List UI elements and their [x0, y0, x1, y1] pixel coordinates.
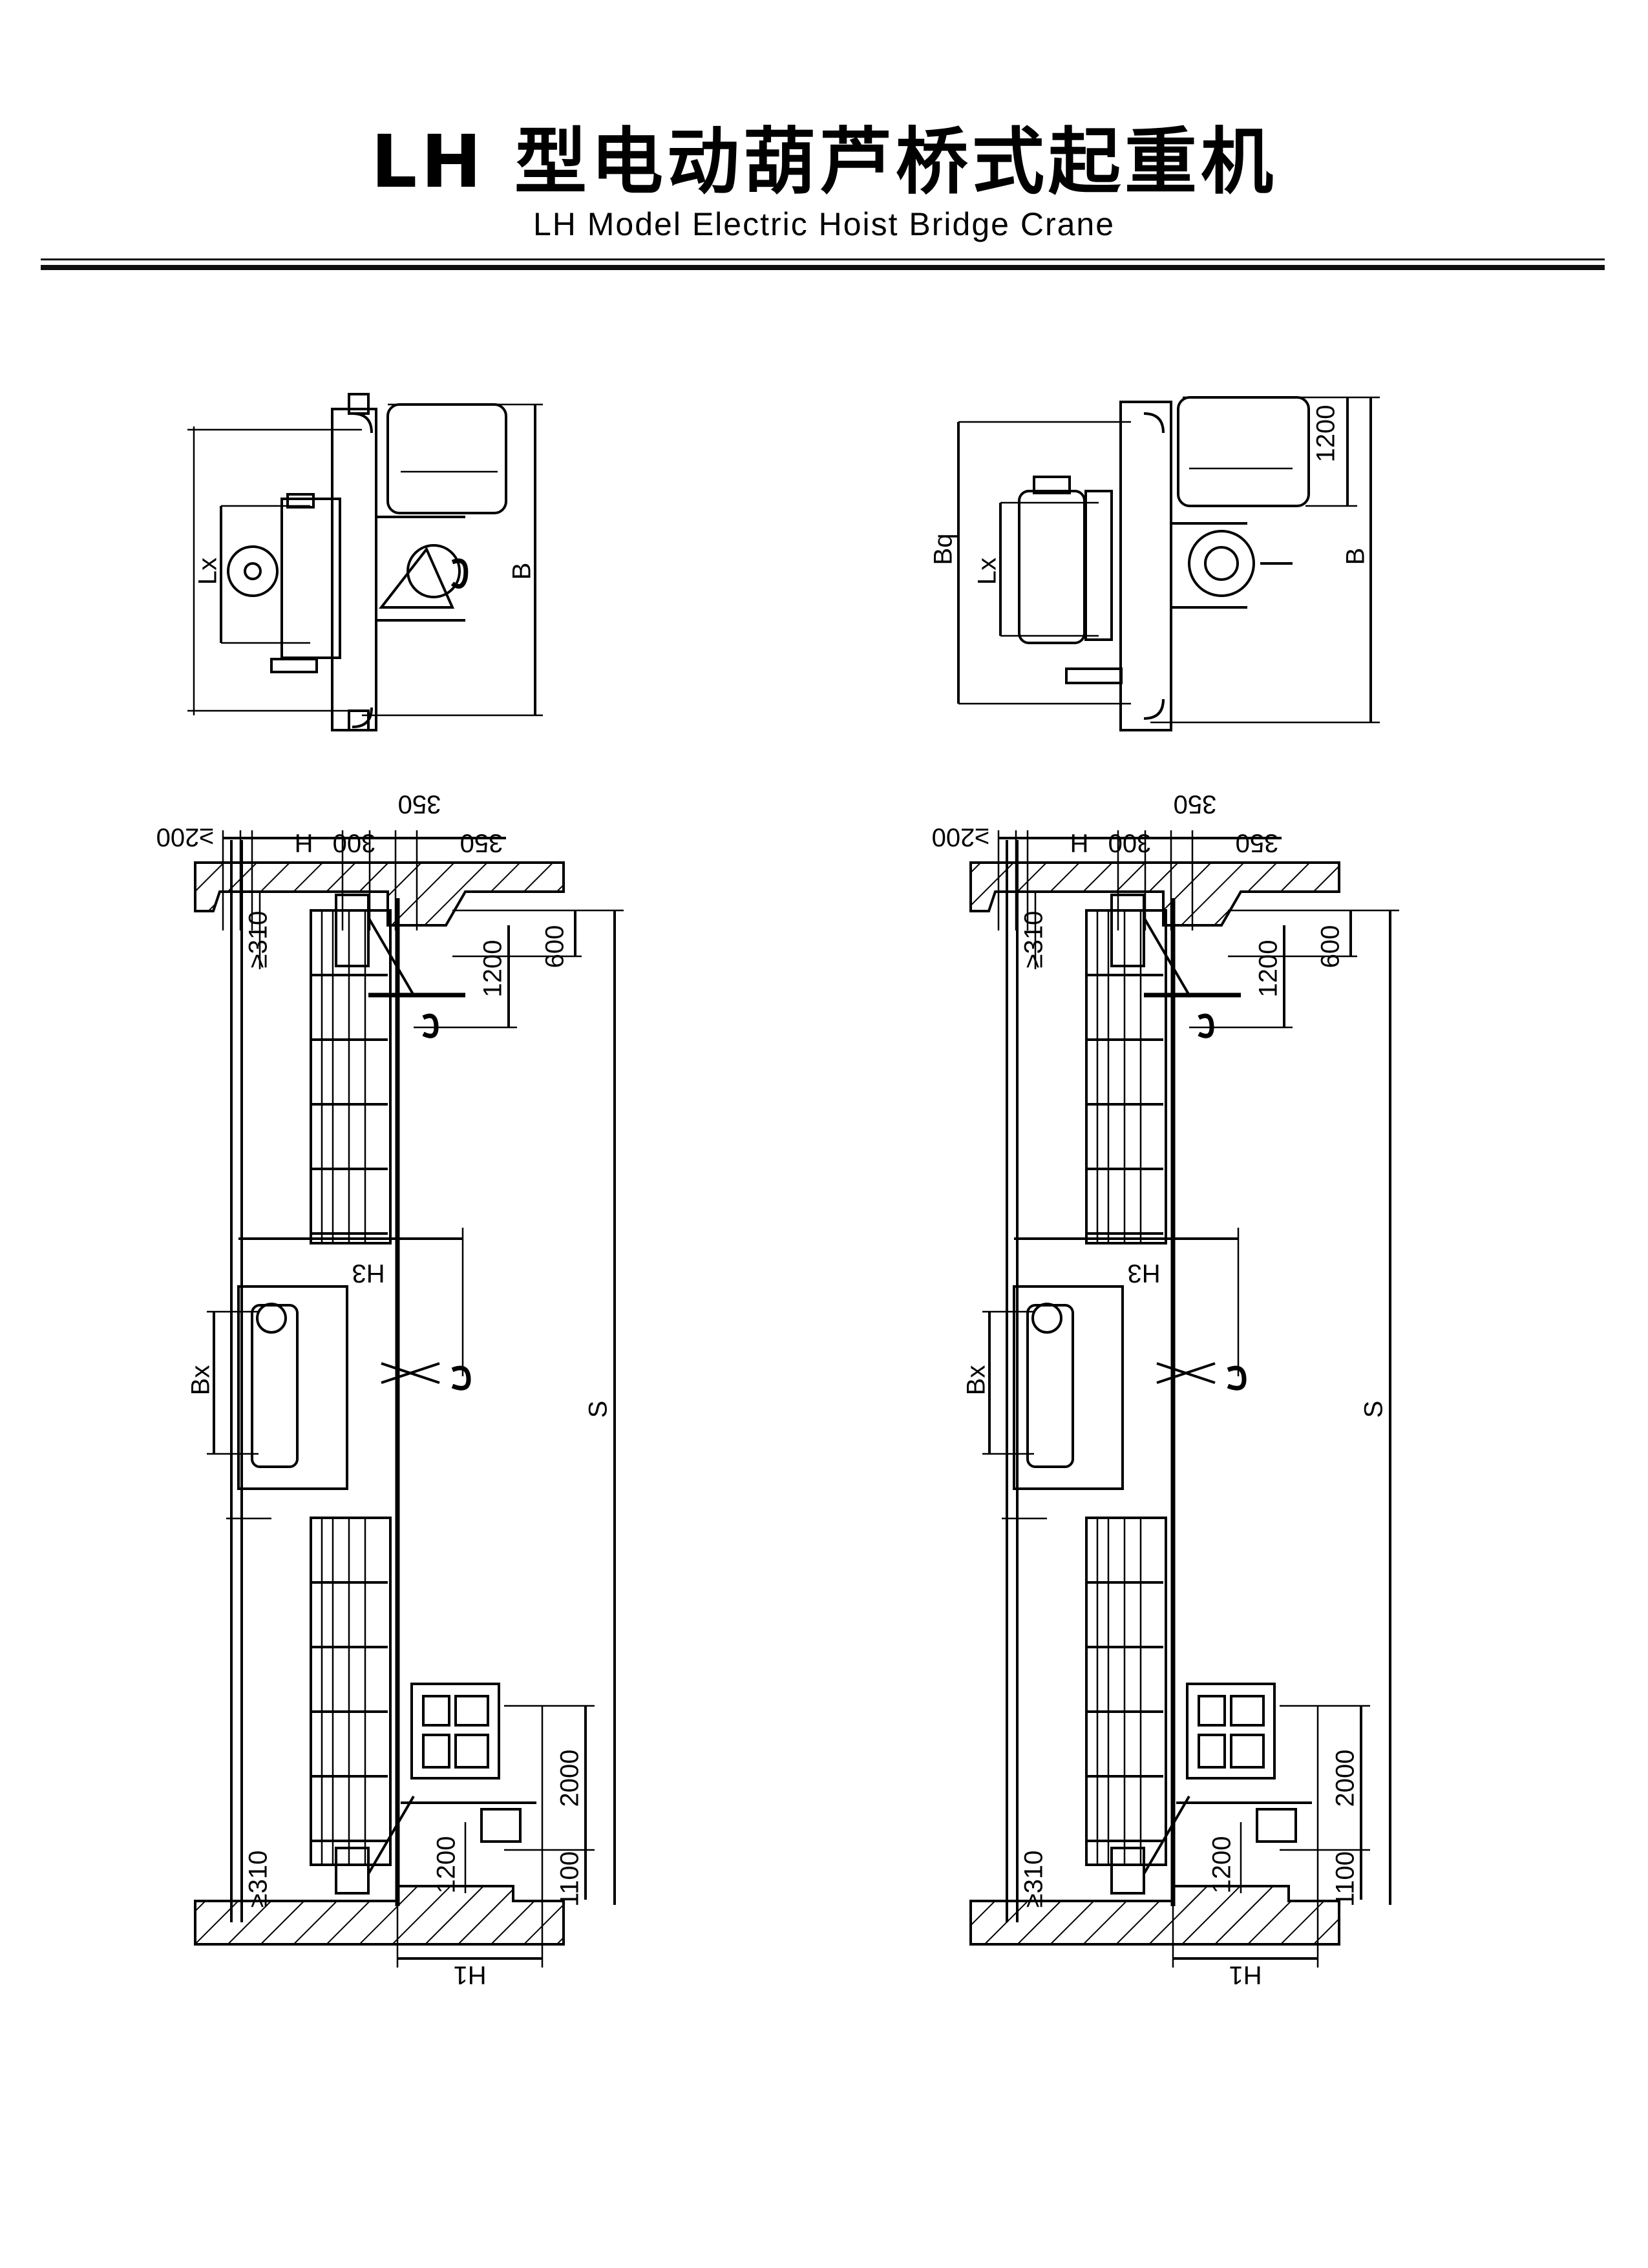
trolley-motor — [251, 1304, 299, 1468]
label-h: H — [1070, 828, 1089, 857]
trolley-motor — [1026, 1304, 1074, 1468]
header-rule-thick — [41, 265, 1605, 270]
label-350-top: 350 — [1174, 790, 1217, 818]
top-view-left — [187, 393, 543, 731]
main-girder — [1119, 401, 1172, 731]
hook-icon — [451, 1365, 471, 1391]
label-h: H — [295, 828, 313, 857]
travel-wheel-icon — [227, 545, 279, 597]
girder-section — [1085, 1517, 1167, 1866]
label-h3: H3 — [1127, 1259, 1160, 1287]
hoist-drum-icon — [407, 544, 461, 598]
label-1100: 1100 — [556, 1851, 584, 1907]
label-min-200: ≥200 — [932, 823, 989, 851]
girder-section — [310, 909, 392, 1244]
label-lx: Lx — [194, 558, 222, 585]
label-h1: H1 — [453, 1960, 486, 1989]
label-350: 350 — [460, 828, 503, 857]
hook-icon — [1198, 1013, 1214, 1038]
ceiling-slab — [969, 861, 1340, 927]
label-min-200: ≥200 — [156, 823, 214, 851]
page-subtitle: LH Model Electric Hoist Bridge Crane — [533, 206, 1115, 242]
label-min-310-top: ≥310 — [244, 911, 273, 969]
hook-icon — [1227, 1365, 1247, 1391]
operator-cab — [1186, 1683, 1276, 1780]
label-min-310-top: ≥310 — [1020, 911, 1048, 969]
end-carriage-top — [1110, 894, 1145, 967]
end-carriage-top — [335, 894, 370, 967]
header-rule-thin — [41, 258, 1605, 260]
label-min-310-bottom: ≥310 — [1020, 1851, 1048, 1908]
label-bx: Bx — [962, 1365, 991, 1396]
label-1200-bottom: 1200 — [432, 1836, 461, 1894]
label-600: 600 — [541, 925, 569, 969]
end-carriage-bottom — [335, 1847, 370, 1895]
label-2000: 2000 — [556, 1750, 584, 1807]
hoist-motor-box — [386, 403, 507, 514]
operator-cab — [410, 1683, 500, 1780]
label-1100: 1100 — [1331, 1851, 1360, 1907]
hoist-motor-box — [1177, 396, 1310, 507]
girder-section — [1085, 909, 1167, 1244]
side-view-right — [969, 830, 1399, 1968]
label-s: S — [584, 1401, 613, 1418]
label-h3: H3 — [352, 1259, 385, 1287]
label-s: S — [1360, 1401, 1388, 1418]
label-1200-bottom: 1200 — [1208, 1836, 1236, 1894]
trolley-motor — [1018, 490, 1086, 644]
hoist-drum-icon — [1188, 530, 1255, 597]
ceiling-slab — [194, 861, 565, 927]
label-1200-top: 1200 — [1254, 940, 1283, 998]
page-title: LH 型电动葫芦桥式起重机 — [370, 120, 1278, 204]
trolley-frame — [1013, 1285, 1124, 1490]
girder-section — [310, 1517, 392, 1866]
label-bx: Bx — [187, 1365, 215, 1396]
side-view-left — [194, 830, 624, 1968]
label-600: 600 — [1316, 925, 1345, 969]
label-300: 300 — [333, 828, 376, 857]
label-1200-top: 1200 — [479, 940, 507, 998]
label-h1: H1 — [1229, 1960, 1262, 1989]
label-b: B — [1342, 548, 1370, 565]
trolley-frame — [237, 1285, 348, 1490]
top-view-right — [957, 396, 1380, 731]
label-lx: Lx — [973, 558, 1002, 585]
label-350-top: 350 — [398, 790, 441, 818]
label-min-310-bottom: ≥310 — [244, 1851, 273, 1908]
label-1200: 1200 — [1312, 405, 1340, 463]
label-bq: Bq — [929, 534, 958, 565]
hook-icon — [422, 1013, 439, 1038]
label-b: B — [508, 563, 536, 580]
end-carriage-bottom — [1110, 1847, 1145, 1895]
label-2000: 2000 — [1331, 1750, 1360, 1807]
label-350: 350 — [1236, 828, 1279, 857]
label-300: 300 — [1108, 828, 1152, 857]
